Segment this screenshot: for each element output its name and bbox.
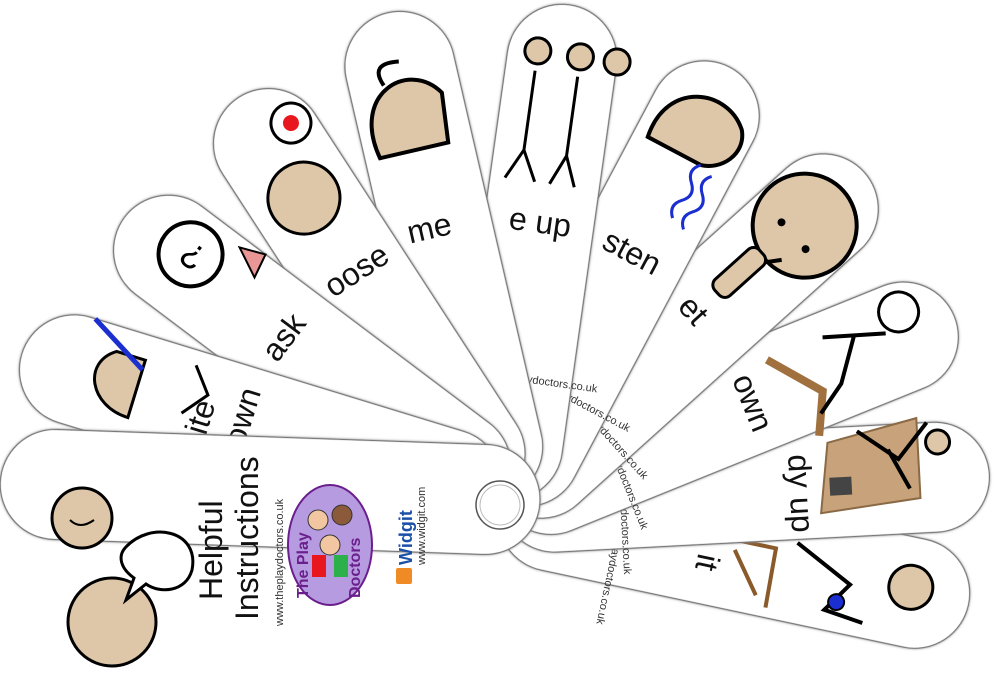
widgit-name: Widgit xyxy=(396,510,416,565)
logo-line-2: Doctors xyxy=(347,537,364,598)
front-title-2: Instructions xyxy=(229,456,265,620)
front-url: www.theplaydoctors.co.uk xyxy=(274,498,286,627)
logo-line-1: The Play xyxy=(295,532,312,598)
line-up-label: e up xyxy=(507,200,574,244)
rivet-hole xyxy=(475,480,525,530)
widgit-logo: Widgit www.widgit.com xyxy=(396,487,428,584)
come-pictogram xyxy=(369,59,451,161)
card-front-cover[interactable] xyxy=(0,428,542,557)
choose-pictogram xyxy=(266,101,342,236)
card-come[interactable]: me xyxy=(334,0,554,512)
write-down-pictogram xyxy=(93,317,210,420)
ask-pictogram: ? xyxy=(156,220,267,289)
quiet-pictogram xyxy=(711,171,859,299)
line-up-pictogram xyxy=(503,36,632,188)
sit-down-pictogram xyxy=(764,290,921,437)
widgit-url: www.widgit.com xyxy=(416,487,428,566)
tidy-up-label: dy up xyxy=(781,453,821,533)
front-cover-content: Helpful Instructions www.theplaydoctors.… xyxy=(50,456,428,668)
tidy-up-pictogram xyxy=(820,416,952,515)
front-title-1: Helpful xyxy=(193,500,229,600)
wait-label: it xyxy=(688,551,727,574)
listen-pictogram xyxy=(645,94,745,230)
wait-pictogram xyxy=(726,536,935,625)
play-doctors-logo: The Play Doctors xyxy=(287,484,373,606)
talking-faces-pictogram xyxy=(50,486,195,668)
